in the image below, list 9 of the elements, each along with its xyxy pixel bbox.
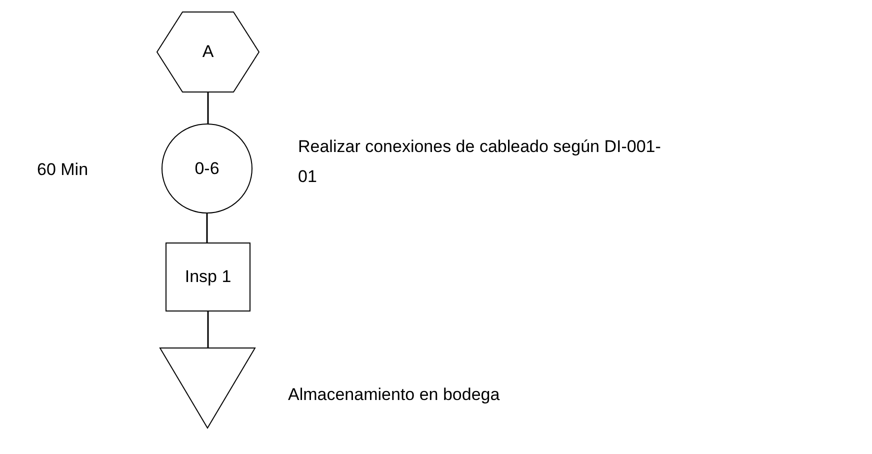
storage-description: Almacenamiento en bodega xyxy=(288,384,501,406)
connector-line xyxy=(207,311,209,348)
node-label: 0-6 xyxy=(194,158,220,178)
node-label: A xyxy=(202,42,214,62)
node-label: Insp 1 xyxy=(184,267,232,287)
connector-line xyxy=(207,92,209,124)
operation-description: Realizar conexiones de cableado según DI-001-01 xyxy=(298,136,662,188)
connector-line xyxy=(206,213,208,243)
time-label: 60 Min xyxy=(37,159,90,181)
